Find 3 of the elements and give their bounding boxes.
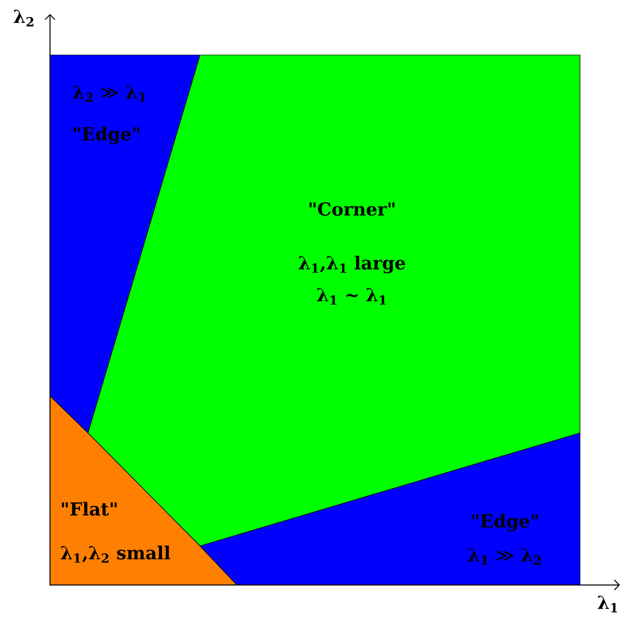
region: λ$_{2}$ ≫ λ$_{1}$ "Edge" <box>50 54 200 434</box>
axis-label: λ$_{2}$ <box>14 10 34 26</box>
axis-label: λ$_{1}$ <box>598 596 618 612</box>
